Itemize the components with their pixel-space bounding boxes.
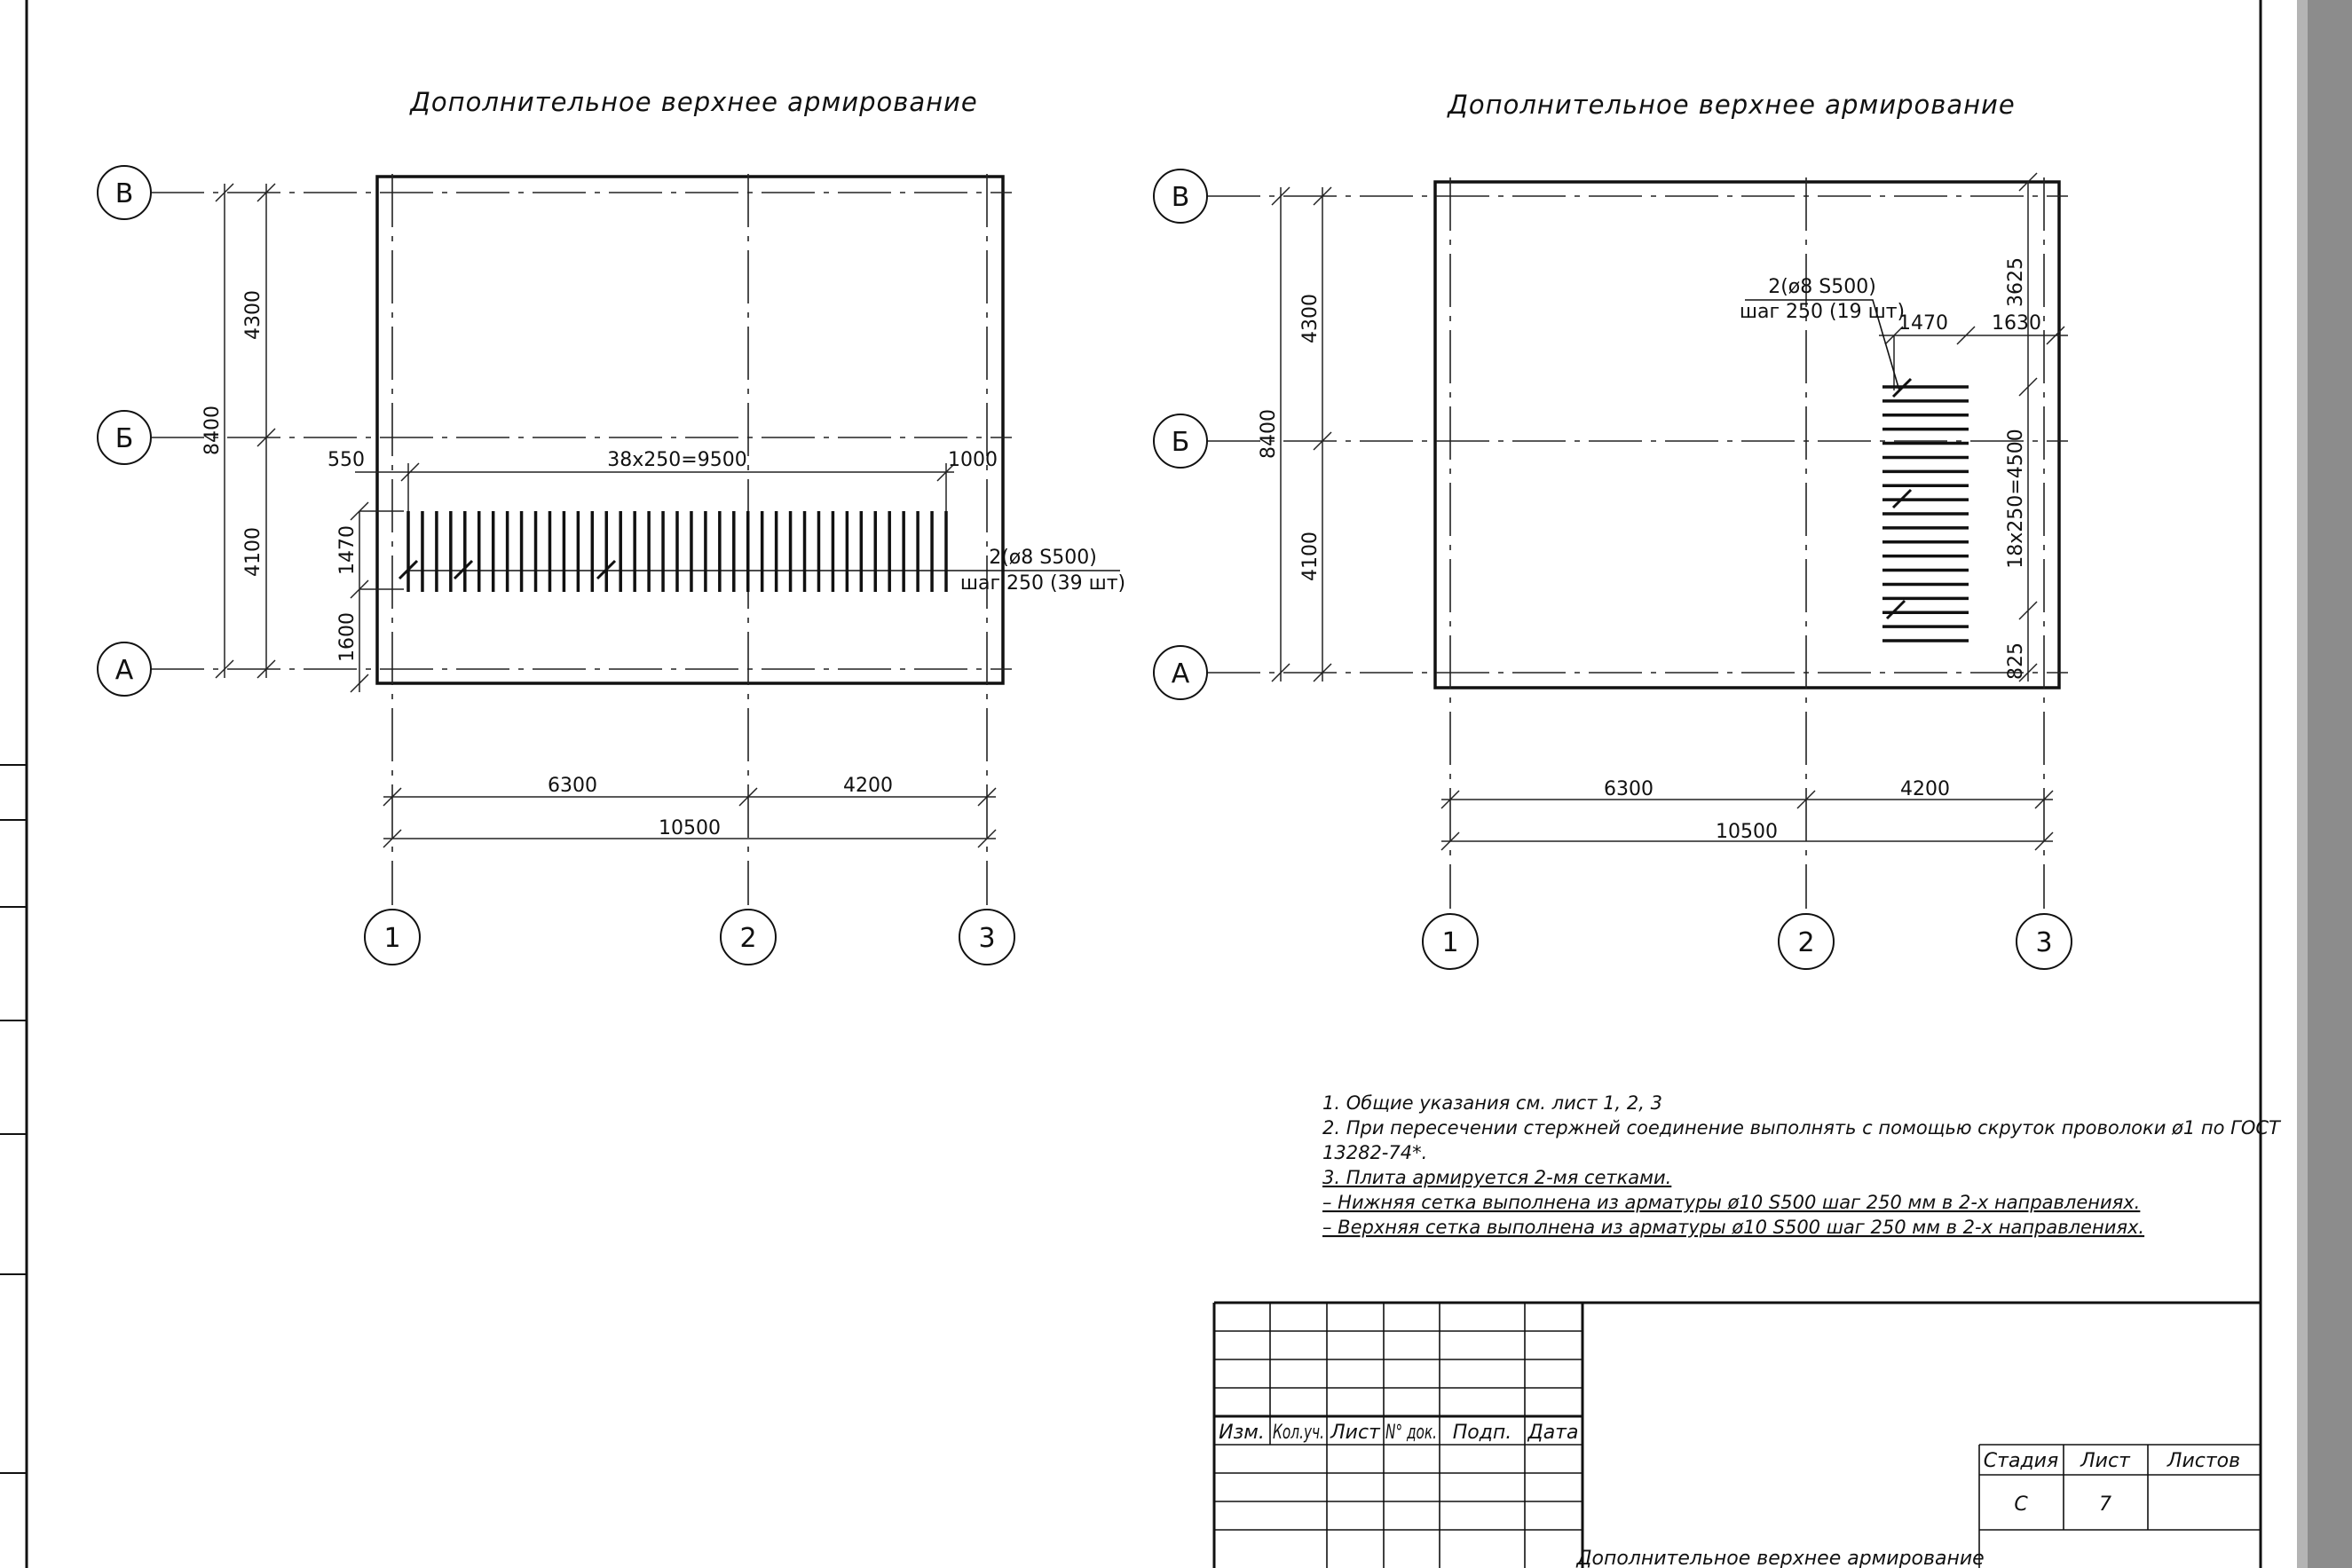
- header-podp: Подп.: [1453, 1422, 1512, 1444]
- slab-outline: [1433, 180, 2061, 689]
- rebar-group: [406, 511, 948, 592]
- bar-step: шаг 250 (39 шт): [960, 572, 1125, 595]
- axis-bubbles-letters: В Б А: [1153, 169, 1208, 700]
- header-data: Дата: [1527, 1422, 1579, 1444]
- drawing-title: Дополнительное верхнее армирование: [408, 87, 978, 117]
- leader-line: [1745, 299, 1900, 391]
- axis-label-a: А: [115, 655, 134, 686]
- sheet-frame: [0, 0, 2262, 1568]
- rebar-ticks: [398, 559, 617, 580]
- dim-4200: 4200: [843, 775, 893, 797]
- axis-label-3: 3: [978, 923, 995, 954]
- dim-8400: 8400: [1258, 409, 1280, 459]
- dim-1000: 1000: [948, 449, 998, 471]
- stage-value: С: [2014, 1493, 2028, 1516]
- bar-spec: 2(ø8 S500): [1768, 276, 1876, 298]
- dim-550: 550: [328, 449, 365, 471]
- slab-outline: [375, 175, 1005, 685]
- axis-label-3: 3: [2035, 927, 2052, 958]
- note-line: 2. При пересечении стержней соединение в…: [1322, 1117, 2282, 1139]
- general-notes: 1. Общие указания см. лист 1, 2, 3 2. Пр…: [1322, 1092, 2282, 1238]
- plan-right: Дополнительное верхнее армирование В Б А…: [1153, 90, 2072, 970]
- header-doc: N° док.: [1385, 1422, 1437, 1444]
- bar-spec: 2(ø8 S500): [989, 547, 1097, 569]
- header-izm: Изм.: [1219, 1422, 1265, 1444]
- axis-bubbles-numbers: 1 2 3: [1422, 913, 2072, 970]
- sheet-title: Дополнительное верхнее армирование: [1575, 1548, 1984, 1568]
- header-kol-uch: Кол.уч.: [1273, 1422, 1324, 1444]
- axis-label-b: Б: [1172, 427, 1190, 458]
- dim-1600: 1600: [336, 612, 359, 662]
- horizontal-dimensions: [1440, 326, 2068, 851]
- grid-axes: [151, 174, 1012, 905]
- rebar-ticks: [1885, 377, 1913, 620]
- dim-3625: 3625: [2005, 257, 2027, 307]
- dim-1470: 1470: [336, 525, 359, 575]
- axis-label-1: 1: [383, 923, 400, 954]
- dim-6300: 6300: [548, 775, 597, 797]
- axis-label-1: 1: [1441, 927, 1458, 958]
- vertical-dimensions: [215, 183, 404, 693]
- dim-8400: 8400: [201, 406, 224, 455]
- title-block-text: Изм. Кол.уч. Лист N° док. Подп. Дата Ста…: [1219, 1422, 2240, 1568]
- dim-10500: 10500: [1716, 821, 1778, 843]
- dim-spacing: 18х250=4500: [2005, 429, 2027, 568]
- dim-6300: 6300: [1604, 778, 1654, 800]
- note-line: 3. Плита армируется 2-мя сетками.: [1322, 1167, 1671, 1188]
- axis-label-v: В: [115, 178, 134, 209]
- note-line: – Верхняя сетка выполнена из арматуры ø1…: [1322, 1217, 2144, 1238]
- axis-bubbles-letters: В Б А: [97, 165, 152, 697]
- dim-4100: 4100: [242, 527, 264, 577]
- axis-label-2: 2: [1797, 927, 1814, 958]
- dim-825: 825: [2005, 642, 2027, 680]
- dim-4100: 4100: [1299, 532, 1322, 581]
- rebar-group: [1882, 385, 1969, 642]
- drawing-title: Дополнительное верхнее армирование: [1446, 90, 2016, 120]
- note-line: 1. Общие указания см. лист 1, 2, 3: [1322, 1092, 1662, 1114]
- bar-step: шаг 250 (19 шт): [1740, 301, 1905, 323]
- sheet-label: Лист: [2080, 1450, 2131, 1472]
- axis-label-a: А: [1172, 658, 1190, 689]
- dim-4300: 4300: [1299, 294, 1322, 343]
- note-line: 13282-74*.: [1322, 1142, 1427, 1163]
- dim-10500: 10500: [659, 817, 721, 839]
- horizontal-dimensions: [355, 462, 997, 848]
- axis-bubbles-numbers: 1 2 3: [364, 909, 1015, 965]
- sheets-label: Листов: [2167, 1450, 2240, 1472]
- dim-spacing: 38х250=9500: [607, 449, 746, 471]
- axis-label-v: В: [1172, 182, 1190, 213]
- stage-label: Стадия: [1984, 1450, 2058, 1472]
- axis-label-b: Б: [115, 423, 134, 454]
- dim-4200: 4200: [1900, 778, 1950, 800]
- dim-1470: 1470: [1898, 312, 1948, 335]
- plan-left: Дополнительное верхнее армирование В Б А…: [97, 87, 1125, 965]
- title-block: [1212, 1301, 2261, 1568]
- vertical-dimensions: [1271, 172, 2038, 682]
- vertical-scrollbar[interactable]: [2297, 0, 2352, 1568]
- axis-label-2: 2: [739, 923, 756, 954]
- note-line: – Нижняя сетка выполнена из арматуры ø10…: [1322, 1192, 2140, 1213]
- sheet-value: 7: [2099, 1493, 2111, 1516]
- dim-1630: 1630: [1992, 312, 2041, 335]
- dim-4300: 4300: [242, 290, 264, 340]
- header-list: Лист: [1330, 1422, 1381, 1444]
